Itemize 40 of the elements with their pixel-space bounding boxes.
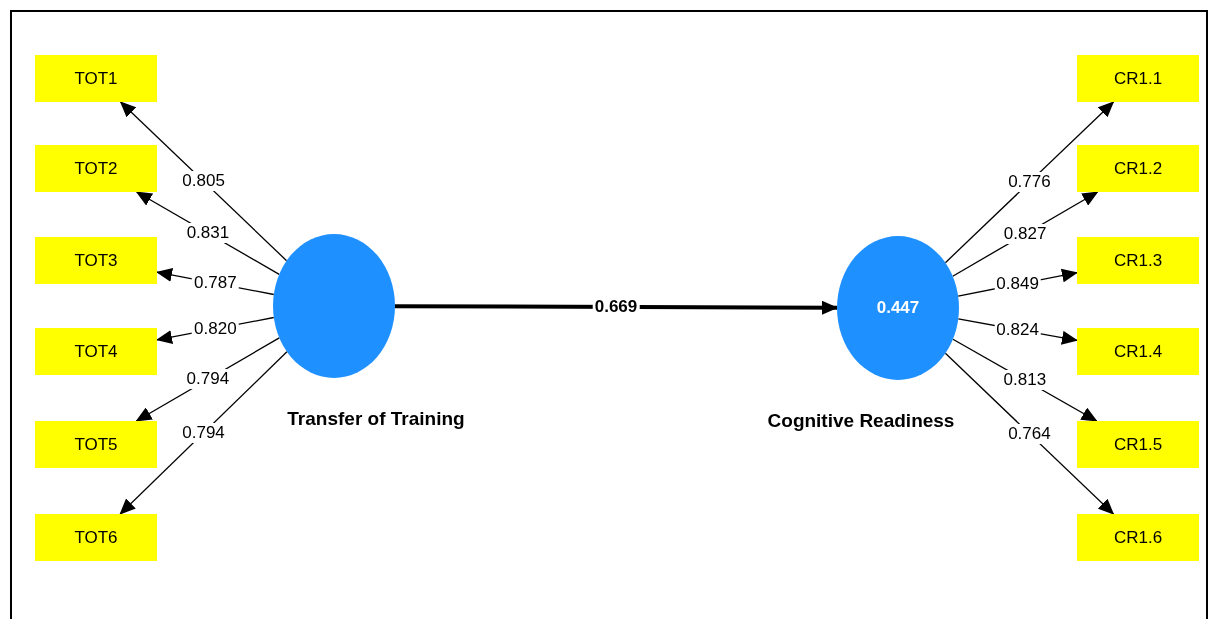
indicator-box [35,55,157,102]
r-squared-value: 0.447 [876,298,920,318]
arrow [395,300,838,315]
indicator-label: TOT5 [74,434,118,455]
indicator-box [35,328,157,375]
edge-label: 0.776 [1006,172,1053,193]
indicator-label: CR1.5 [1113,434,1163,455]
indicator-label: TOT3 [74,250,118,271]
indicator-box [1077,421,1199,468]
indicator-label: TOT2 [74,158,118,179]
indicator-box [35,421,157,468]
arrow [119,351,288,515]
indicator-box [1077,328,1199,375]
indicator-label: CR1.2 [1113,158,1163,179]
indicator-label: CR1.6 [1113,527,1163,548]
indicator-label: TOT4 [74,341,118,362]
indicator-label: CR1.1 [1113,68,1163,89]
indicator-label: CR1.4 [1113,341,1163,362]
edge-label: 0.805 [180,171,227,192]
arrow [944,352,1115,515]
indicator-box [35,514,157,561]
construct-name: Cognitive Readiness [767,410,955,432]
indicator-label: TOT6 [74,527,118,548]
indicator-box [1077,145,1199,192]
indicator-box [1077,514,1199,561]
indicator-label: TOT1 [74,68,118,89]
indicator-label: CR1.3 [1113,250,1163,271]
indicator-box [1077,237,1199,284]
arrow [944,101,1115,264]
arrow [119,101,288,262]
indicator-box [1077,55,1199,102]
indicator-box [35,237,157,284]
edge-label: 0.794 [184,369,232,390]
indicator-box [35,145,157,192]
edge-label: 0.813 [1001,370,1049,391]
construct-name: Transfer of Training [287,408,465,430]
edge-label: 0.794 [180,422,227,443]
edge-label: 0.831 [184,223,232,244]
edge-label: 0.827 [1001,224,1049,245]
edge-label: 0.764 [1006,423,1053,444]
